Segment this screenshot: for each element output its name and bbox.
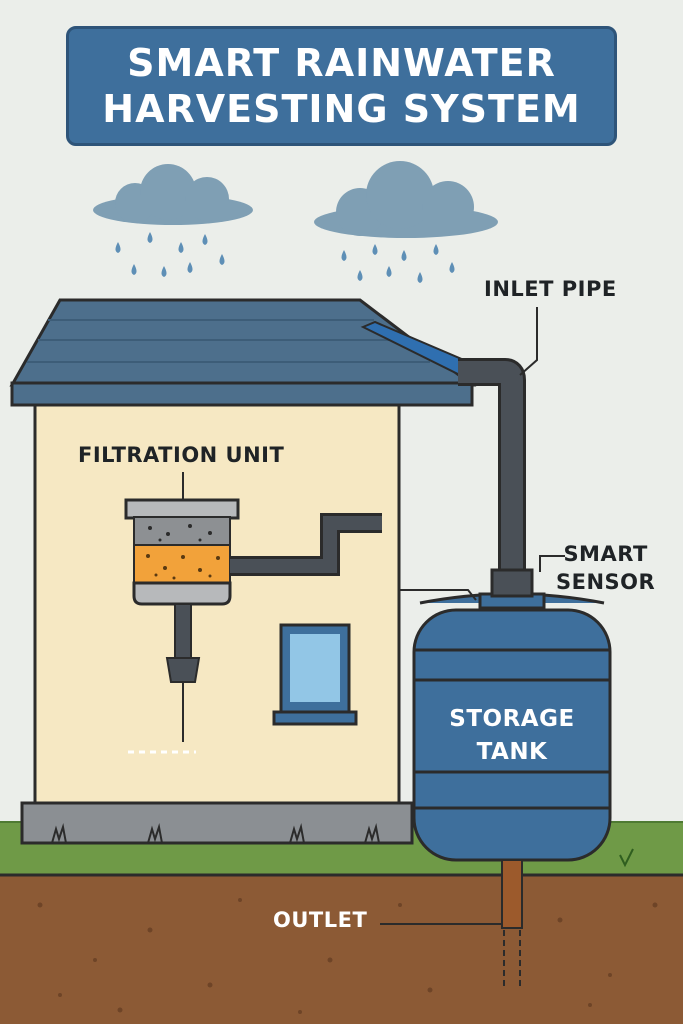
house-foundation [20, 801, 414, 845]
storage-tank-label-line-1: STORAGE [449, 706, 575, 732]
raindrop-icon [115, 232, 455, 283]
soil-layer [0, 874, 683, 1024]
smart-sensor-module [490, 568, 534, 598]
storage-tank [412, 568, 612, 862]
smart-sensor-label-line-2: SENSOR [556, 570, 656, 594]
filtration-unit [124, 472, 240, 754]
inlet-pipe-label: INLET PIPE [484, 277, 617, 301]
grass-tufts [51, 823, 634, 868]
title-banner: SMART RAINWATER HARVESTING SYSTEM [66, 26, 617, 146]
storage-tank-label: STORAGE TANK [414, 703, 610, 769]
filtration-unit-label: FILTRATION UNIT [78, 443, 285, 467]
outlet-label: OUTLET [273, 908, 368, 932]
house-window [272, 623, 358, 726]
soil-specks [37, 898, 658, 1014]
outlet-pipe [501, 859, 523, 929]
roof-eave [10, 381, 474, 407]
title-line-2: HARVESTING SYSTEM [102, 87, 581, 131]
title-line-1: SMART RAINWATER [127, 41, 556, 85]
leader-lines [380, 307, 565, 925]
storage-tank-label-line-2: TANK [476, 739, 548, 765]
rain-cloud-icon [314, 161, 498, 238]
smart-sensor-label-line-1: SMART [563, 542, 648, 566]
rain-cloud-icon [93, 164, 253, 225]
smart-sensor-label: SMART SENSOR [556, 540, 655, 596]
